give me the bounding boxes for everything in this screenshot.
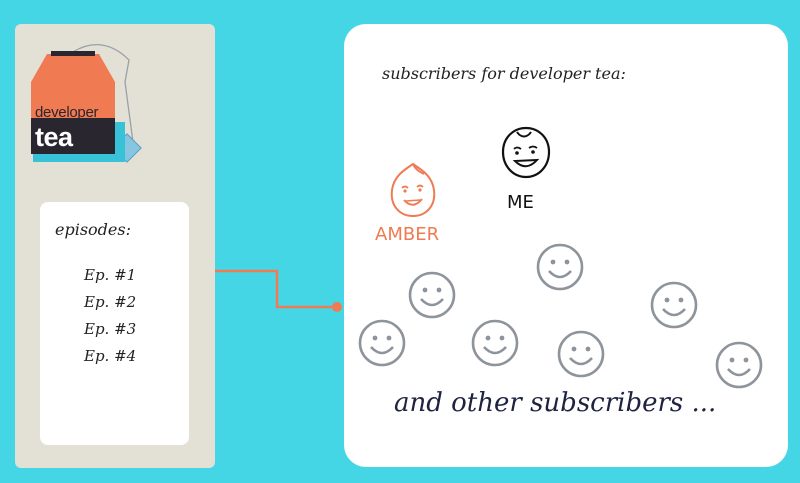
smiley-icon	[715, 341, 763, 389]
teabag-icon	[31, 43, 142, 163]
amber-face-icon	[390, 162, 436, 218]
subscribers-title: subscribers for developer tea:	[382, 64, 626, 83]
smiley-icon	[650, 281, 698, 329]
episode-list: Ep. #1 Ep. #2 Ep. #3 Ep. #4	[84, 262, 136, 370]
me-label: ME	[507, 192, 534, 213]
subscribers-panel: subscribers for developer tea: AMBER ME	[344, 24, 788, 467]
developer-tea-logo: developer tea	[29, 42, 169, 172]
me-face-icon	[501, 126, 551, 179]
episodes-title: episodes:	[55, 220, 131, 239]
amber-label: AMBER	[375, 224, 440, 245]
episode-item[interactable]: Ep. #3	[84, 320, 137, 338]
episode-item[interactable]: Ep. #2	[84, 293, 137, 311]
logo-text-tea: tea	[35, 122, 73, 152]
smiley-icon	[557, 330, 605, 378]
logo-text-developer: developer	[35, 104, 99, 121]
smiley-icon	[408, 271, 456, 319]
episodes-panel: developer tea episodes: Ep. #1 Ep. #2 Ep…	[15, 24, 215, 468]
episode-item[interactable]: Ep. #1	[84, 266, 137, 284]
smiley-icon	[536, 243, 584, 291]
episode-item[interactable]: Ep. #4	[84, 347, 137, 365]
smiley-icon	[358, 319, 406, 367]
episodes-card: episodes: Ep. #1 Ep. #2 Ep. #3 Ep. #4	[40, 202, 189, 445]
smiley-icon	[471, 319, 519, 367]
other-subscribers-label: and other subscribers ...	[394, 388, 717, 418]
